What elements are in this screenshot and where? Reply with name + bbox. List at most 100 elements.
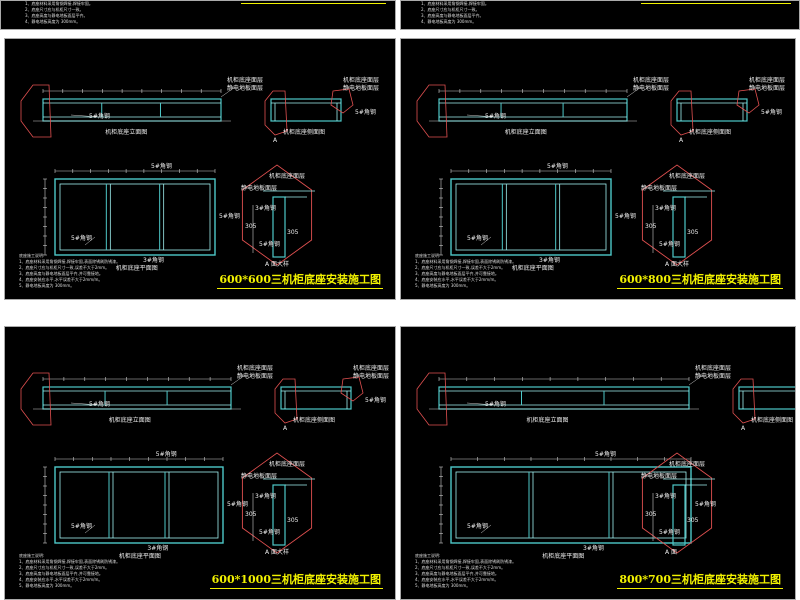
plan-angle-label: 5#角钢 xyxy=(71,523,92,530)
plan-top-angle-label: 5#角钢 xyxy=(547,163,568,170)
a-detail-top-floor-label: 机柜底座面层 xyxy=(669,173,706,180)
note-line: 4、底座安装应水平,水平误差不大于2mm/m。 xyxy=(19,577,103,582)
note-line: 2、底座尺寸应与机柜尺寸一致,误差不大于2mm。 xyxy=(415,565,506,570)
note-line: 2、底座尺寸应与机柜尺寸一致,误差不大于2mm。 xyxy=(415,265,506,270)
note-line: 2、底座尺寸应与机柜尺寸一致,误差不大于2mm。 xyxy=(19,265,110,270)
side-top-floor-label: 机柜底座面层 xyxy=(353,365,390,372)
a-detail-dim-label-right: 305 xyxy=(287,517,299,524)
construction-notes: 底座施工说明:1、底座材料采用角钢焊接,焊接牢固,表面除锈刷防锈漆。2、底座尺寸… xyxy=(19,553,120,589)
a-detail-angle-label: 5#角钢 xyxy=(659,241,680,248)
a-detail-top-floor-label: 机柜底座面层 xyxy=(269,173,306,180)
side-elevation-frame xyxy=(280,386,352,410)
plan-view-caption: 机柜底座平面图 xyxy=(511,265,554,272)
plan-angle-label: 5#角钢 xyxy=(71,235,92,242)
note-line: 5、静电地板高度为 300mm。 xyxy=(415,283,471,288)
a-detail-dim-label-right: 305 xyxy=(687,517,699,524)
side-elevation-caption: 机柜底座侧面图 xyxy=(283,129,326,136)
plan-view-caption: 机柜底座平面图 xyxy=(542,553,585,560)
sheet-title: 600*600三机柜底座安装施工图 xyxy=(217,271,383,289)
top-strip-right: 1、底座材料采用角钢焊接,焊接牢固。 2、底座尺寸应与机柜尺寸一致。 3、底座高… xyxy=(400,0,800,30)
a-detail-antistatic-label: 静电地板面层 xyxy=(641,473,678,480)
a-detail-angle-section xyxy=(672,484,686,546)
side-angle-label: 5#角钢 xyxy=(355,109,376,116)
angle-leader xyxy=(70,114,100,118)
side-a-mark: A xyxy=(283,425,288,432)
note-line: 3、底座高度与静电地板面层平齐,并可靠接地。 xyxy=(415,271,499,276)
side-callout-hexagon xyxy=(264,90,288,136)
notes-title: 底座施工说明: xyxy=(19,253,45,258)
a-detail-dim-label: 305 xyxy=(245,511,257,518)
plan-view-frame xyxy=(450,178,612,256)
a-detail-dim-label: 305 xyxy=(245,223,257,230)
plan-angle-leader xyxy=(84,236,96,246)
a-detail-top-floor-label: 机柜底座面层 xyxy=(269,461,306,468)
top-strip-notes-left: 1、底座材料采用角钢焊接,焊接牢固。 2、底座尺寸应与机柜尺寸一致。 3、底座高… xyxy=(25,1,93,24)
a-detail-angle-label: 5#角钢 xyxy=(259,241,280,248)
plan-top-angle-label: 5#角钢 xyxy=(595,451,616,458)
detail-callout-hexagon xyxy=(20,372,52,426)
top-strip-title-underline xyxy=(241,3,386,4)
front-angle-label: 5#角钢 xyxy=(89,113,110,120)
side-callout-hexagon xyxy=(732,378,756,424)
plan-view-caption: 机柜底座平面图 xyxy=(115,265,158,272)
front-leader xyxy=(688,374,704,386)
a-detail-caption: A 面 xyxy=(665,549,678,556)
front-elevation-caption: 机柜底座立面图 xyxy=(504,129,547,136)
plan-bottom-angle-label: 3#角钢 xyxy=(539,257,560,264)
side-callout-hexagon-right xyxy=(330,88,354,114)
a-detail-dim-label-right: 305 xyxy=(687,229,699,236)
a-detail-antistatic-label: 静电地板面层 xyxy=(641,185,678,192)
plan-angle-leader xyxy=(480,524,492,534)
a-detail-antistatic-label: 静电地板面层 xyxy=(241,473,278,480)
a-detail-dim-label-right: 305 xyxy=(287,229,299,236)
drawing-canvas xyxy=(416,372,795,554)
a-detail-angle-label: 5#角钢 xyxy=(259,529,280,536)
note-line: 5、静电地板高度为 300mm。 xyxy=(415,583,471,588)
a-detail-angle3-label: 3#角钢 xyxy=(255,493,276,500)
front-antistatic-label: 静电地板面层 xyxy=(237,373,274,380)
a-detail-caption: A 面大样 xyxy=(665,261,690,268)
angle-leader xyxy=(70,402,100,406)
note-line: 5、静电地板高度为 300mm。 xyxy=(19,283,75,288)
note-line: 5、静电地板高度为 300mm。 xyxy=(19,583,75,588)
drawing-canvas xyxy=(20,84,354,266)
a-detail-top-floor-label: 机柜底座面层 xyxy=(669,461,706,468)
construction-notes: 底座施工说明:1、底座材料采用角钢焊接,焊接牢固,表面除锈刷防锈漆。2、底座尺寸… xyxy=(415,253,516,289)
a-detail-dim-label: 305 xyxy=(645,223,657,230)
side-elevation-frame xyxy=(738,386,795,410)
front-leader xyxy=(230,374,246,386)
a-detail-hexagon xyxy=(641,452,713,554)
side-elevation-caption: 机柜底座侧面图 xyxy=(293,417,336,424)
front-top-floor-label: 机柜底座面层 xyxy=(695,365,732,372)
sheet-title: 600*800三机柜底座安装施工图 xyxy=(617,271,783,289)
front-elevation-frame xyxy=(42,98,222,122)
a-detail-angle-section xyxy=(272,484,286,546)
side-antistatic-label: 静电地板面层 xyxy=(343,85,380,92)
side-a-mark: A xyxy=(741,425,746,432)
side-antistatic-label: 静电地板面层 xyxy=(749,85,786,92)
side-elevation-caption: 机柜底座侧面图 xyxy=(751,417,794,424)
a-detail-hexagon xyxy=(241,164,313,266)
side-top-floor-label: 机柜底座面层 xyxy=(343,77,380,84)
side-callout-hexagon xyxy=(274,378,298,424)
plan-view-inner xyxy=(455,471,687,539)
front-antistatic-label: 静电地板面层 xyxy=(227,85,264,92)
a-detail-caption: A 面大样 xyxy=(265,261,290,268)
note-line: 3、底座高度与静电地板面层平齐,并可靠接地。 xyxy=(415,571,499,576)
front-top-floor-label: 机柜底座面层 xyxy=(633,77,670,84)
drawing-canvas xyxy=(416,84,760,266)
front-elevation-frame xyxy=(42,386,232,410)
front-top-floor-label: 机柜底座面层 xyxy=(227,77,264,84)
plan-bottom-angle-label: 3#角钢 xyxy=(147,545,169,552)
a-detail-angle3-label: 3#角钢 xyxy=(255,205,276,212)
note-line: 1、底座材料采用角钢焊接,焊接牢固,表面除锈刷防锈漆。 xyxy=(19,259,121,264)
a-detail-caption: A 面大样 xyxy=(265,549,290,556)
note-line: 1、底座材料采用角钢焊接,焊接牢固,表面除锈刷防锈漆。 xyxy=(19,559,121,564)
angle-leader xyxy=(466,114,496,118)
side-elevation-caption: 机柜底座侧面图 xyxy=(689,129,732,136)
plan-angle-label: 5#角钢 xyxy=(467,523,488,530)
side-elevation-frame xyxy=(676,98,748,122)
